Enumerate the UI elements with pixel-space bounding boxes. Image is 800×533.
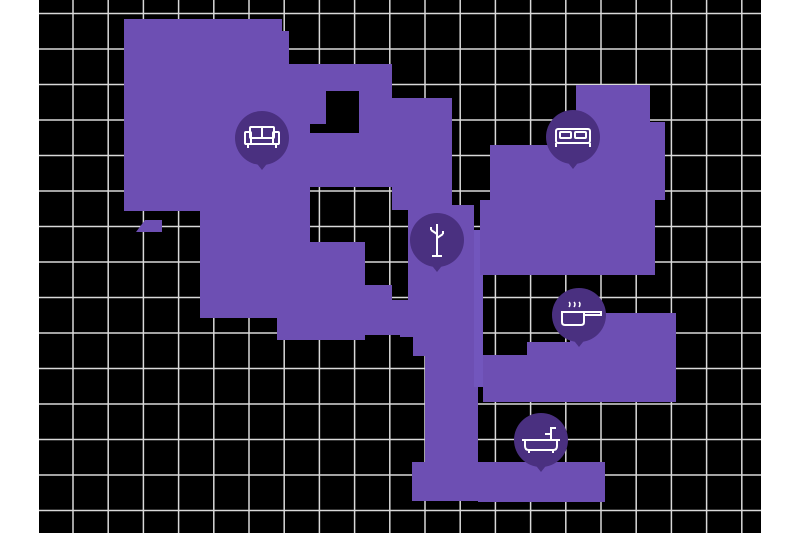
cooking-pot-icon	[561, 301, 602, 326]
room-pin-living-room[interactable]	[235, 111, 289, 170]
bed-icon	[555, 128, 591, 147]
living-room-obstacle	[326, 91, 359, 133]
room-hallway[interactable]	[392, 98, 483, 501]
living-room-obstacle-2	[310, 124, 330, 133]
coat-rack-icon	[430, 224, 444, 257]
bathtub-icon	[522, 427, 560, 453]
sofa-icon	[244, 126, 280, 148]
room-pin-bedroom[interactable]	[546, 110, 600, 169]
room-pin-bathroom[interactable]	[514, 413, 568, 472]
room-pin-hallway[interactable]	[410, 213, 464, 272]
room-kitchen[interactable]	[483, 313, 676, 402]
room-pin-kitchen[interactable]	[552, 288, 606, 347]
